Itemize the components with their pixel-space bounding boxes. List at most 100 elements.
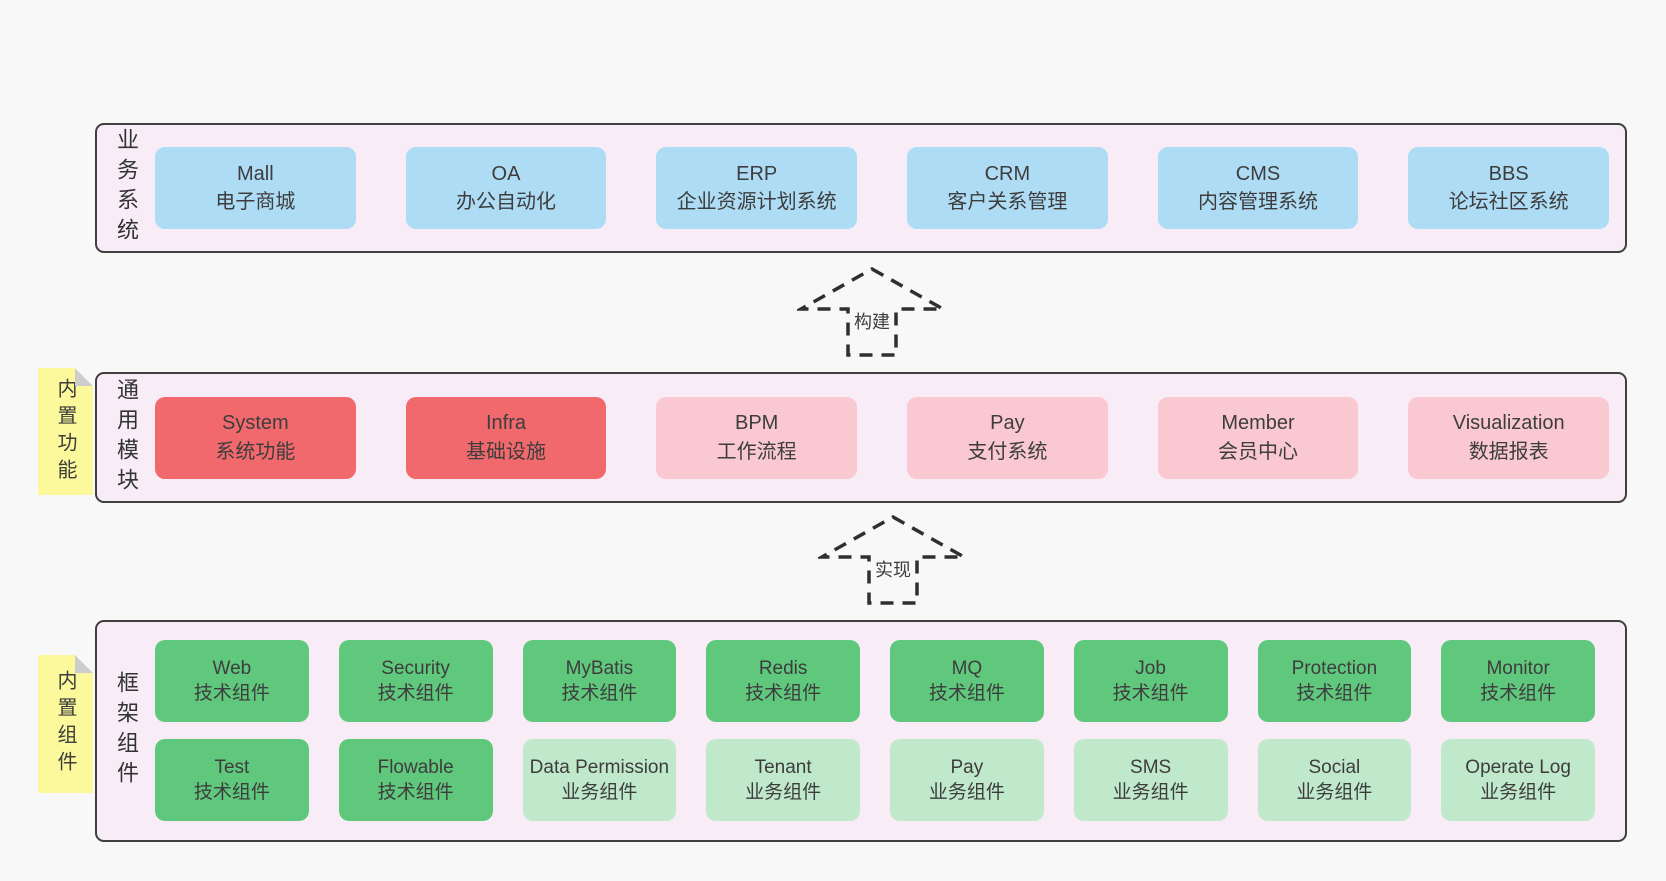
box-title: Pay [990,412,1025,435]
box-subtitle: 技术组件 [1480,683,1557,704]
box-subtitle: 业务组件 [745,782,822,803]
module-box-system: System 系统功能 [155,396,356,479]
box-title: Flowable [377,756,454,778]
box-subtitle: 技术组件 [561,683,638,704]
box-title: SMS [1130,756,1172,778]
box-title: Mall [237,162,274,185]
module-layer-boxes: System 系统功能 Infra 基础设施 BPM 工作流程 Pay 支付系统… [155,374,1610,501]
module-layer-label: 通用模块 [114,377,139,498]
box-subtitle: 会员中心 [1218,440,1299,463]
folded-corner-icon [75,655,93,673]
component-box-social: Social 业务组件 [1257,739,1412,821]
box-subtitle: 技术组件 [193,782,270,803]
box-title: CMS [1235,162,1281,185]
box-title: Social [1308,756,1361,778]
builtin-components-note: 内置组件 [38,655,93,793]
box-subtitle: 业务组件 [928,782,1005,803]
module-layer-panel: 通用模块 System 系统功能 Infra 基础设施 BPM 工作流程 Pay… [95,372,1627,503]
box-title: Visualization [1452,412,1565,435]
component-box-sms: SMS 业务组件 [1073,739,1228,821]
box-title: Operate Log [1465,756,1571,778]
box-title: Web [212,657,252,679]
note-text: 内置组件 [54,670,76,778]
component-box-data-permission: Data Permission 业务组件 [522,739,677,821]
component-box-mq: MQ 技术组件 [890,640,1044,722]
box-title: Security [381,657,450,679]
component-box-web: Web 技术组件 [155,640,309,722]
build-arrow-label: 构建 [851,308,893,335]
box-subtitle: 技术组件 [377,683,454,704]
business-box-oa: OA 办公自动化 [405,147,607,229]
box-title: Protection [1291,657,1378,679]
builtin-features-note: 内置功能 [38,368,93,495]
box-title: Pay [950,756,984,778]
component-box-pay: Pay 业务组件 [890,739,1044,821]
component-row-1: Web 技术组件 Security 技术组件 MyBatis 技术组件 Redi… [155,640,1595,722]
component-row-2: Test 技术组件 Flowable 技术组件 Data Permission … [155,739,1595,821]
box-subtitle: 支付系统 [967,440,1048,463]
box-subtitle: 业务组件 [561,782,638,803]
component-box-flowable: Flowable 技术组件 [338,739,493,821]
box-subtitle: 内容管理系统 [1198,191,1319,213]
box-subtitle: 论坛社区系统 [1448,191,1569,213]
box-title: Test [214,756,250,778]
box-subtitle: 技术组件 [1296,683,1373,704]
box-title: BBS [1488,162,1529,185]
business-layer-boxes: Mall 电子商城 OA 办公自动化 ERP 企业资源计划系统 CRM 客户关系… [155,125,1610,251]
component-box-mybatis: MyBatis 技术组件 [522,640,677,722]
component-box-job: Job 技术组件 [1073,640,1228,722]
module-box-visualization: Visualization 数据报表 [1408,396,1610,479]
module-box-infra: Infra 基础设施 [405,396,607,479]
box-title: ERP [736,162,778,185]
box-title: Data Permission [529,756,670,778]
box-subtitle: 技术组件 [1112,683,1189,704]
box-subtitle: 技术组件 [377,782,454,803]
box-subtitle: 技术组件 [745,683,822,704]
component-box-monitor: Monitor 技术组件 [1441,640,1595,722]
box-subtitle: 业务组件 [1296,782,1373,803]
business-box-bbs: BBS 论坛社区系统 [1408,147,1610,229]
box-title: Job [1135,657,1166,679]
box-title: OA [491,162,521,185]
component-layer-rows: Web 技术组件 Security 技术组件 MyBatis 技术组件 Redi… [155,640,1595,821]
box-subtitle: 工作流程 [716,440,797,463]
note-text: 内置功能 [54,377,76,486]
component-box-protection: Protection 技术组件 [1257,640,1412,722]
business-layer-label: 业务系统 [114,128,139,248]
component-box-tenant: Tenant 业务组件 [706,739,860,821]
business-box-cms: CMS 内容管理系统 [1157,147,1359,229]
box-title: BPM [735,412,779,435]
box-subtitle: 办公自动化 [456,191,556,213]
box-title: Tenant [754,756,812,778]
business-box-crm: CRM 客户关系管理 [907,147,1108,229]
box-title: System [221,412,289,435]
box-title: Infra [485,412,527,435]
box-title: Member [1221,412,1295,435]
implement-arrow: 实现 [818,514,968,606]
module-box-member: Member 会员中心 [1157,396,1359,479]
component-box-security: Security 技术组件 [338,640,493,722]
component-layer-panel: 框架组件 Web 技术组件 Security 技术组件 MyBatis 技术组件… [95,620,1627,842]
box-subtitle: 技术组件 [193,683,270,704]
business-box-mall: Mall 电子商城 [155,147,356,229]
business-box-erp: ERP 企业资源计划系统 [656,147,858,229]
business-layer-panel: 业务系统 Mall 电子商城 OA 办公自动化 ERP 企业资源计划系统 CRM… [95,123,1627,253]
box-subtitle: 基础设施 [466,440,546,463]
box-title: CRM [984,162,1031,185]
box-subtitle: 电子商城 [215,191,296,213]
box-title: MQ [951,657,983,679]
component-box-test: Test 技术组件 [155,739,309,821]
box-subtitle: 系统功能 [215,440,296,463]
box-subtitle: 数据报表 [1468,440,1549,463]
module-box-pay: Pay 支付系统 [907,396,1108,479]
folded-corner-icon [75,368,93,386]
component-box-operate-log: Operate Log 业务组件 [1441,739,1595,821]
box-subtitle: 技术组件 [928,683,1005,704]
box-subtitle: 客户关系管理 [947,191,1068,213]
box-title: MyBatis [565,657,634,679]
box-title: Redis [758,657,808,679]
module-box-bpm: BPM 工作流程 [656,396,858,479]
box-title: Monitor [1486,657,1550,679]
implement-arrow-label: 实现 [872,556,914,583]
